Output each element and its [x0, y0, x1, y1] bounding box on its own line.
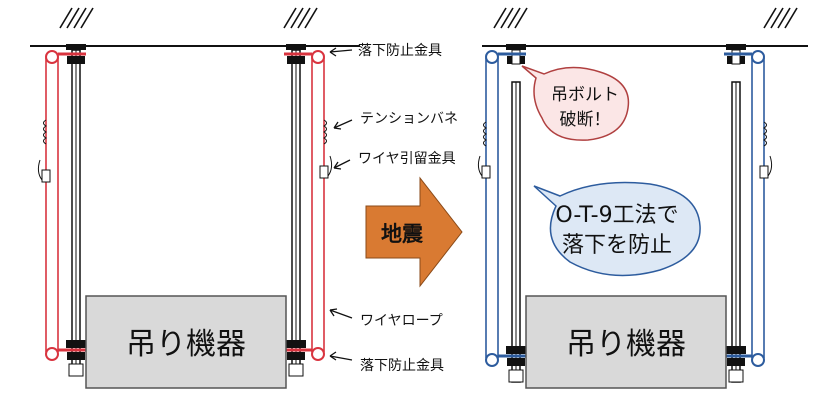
- bubble-bolt-broken: 吊ボルト 破断！: [521, 65, 630, 141]
- left-wire-retainer-a: [37, 159, 51, 183]
- right-wire-retainer-a: [477, 155, 491, 179]
- left-wire-rope-b: [284, 50, 325, 361]
- left-ceiling-hatch-2: [283, 7, 318, 29]
- callout-tension-spring: テンションバネ: [360, 111, 458, 127]
- left-callout-arrows: [329, 47, 353, 361]
- arrow-bottom-fall-prevention: [329, 351, 353, 361]
- callout-wire-retainer: ワイヤ引留金具: [358, 151, 456, 167]
- arrow-wire-retainer: [333, 159, 351, 170]
- bubble-method: O-T-9工法で 落下を防止: [533, 181, 701, 277]
- right-equipment-box: [525, 295, 727, 389]
- arrow-wire-rope: [329, 308, 353, 319]
- left-hanging-bolt-b: [286, 44, 306, 377]
- left-panel: 吊り機器 落下防止金具 テンションバネ ワイヤ引留金具 ワイヤロープ 落下防止金…: [30, 7, 458, 389]
- left-tension-spring-b: [323, 119, 327, 145]
- left-wire-retainer-b: [319, 155, 333, 179]
- arrow-tension-spring: [333, 119, 353, 130]
- left-wire-rope-a: [45, 50, 86, 361]
- bubble-method-line2: 落下を防止: [562, 233, 672, 258]
- bubble-bolt-line2: 破断！: [560, 110, 611, 130]
- right-ceiling-hatch-1: [493, 7, 528, 29]
- callout-bottom-fall-prevention: 落下防止金具: [360, 358, 444, 374]
- right-broken-bolt-a: [506, 44, 526, 383]
- bubble-bolt-line1: 吊ボルト: [551, 85, 619, 105]
- earthquake-arrow: 地震: [365, 176, 463, 288]
- callout-top-fall-prevention: 落下防止金具: [358, 43, 442, 59]
- earthquake-arrow-label: 地震: [381, 222, 424, 246]
- left-tension-spring-a: [43, 119, 47, 145]
- left-ceiling-hatch-1: [59, 7, 94, 29]
- right-wire-rope-a: [485, 50, 526, 367]
- earthquake-arrow-shape: [365, 176, 463, 288]
- right-tension-spring-a: [483, 121, 487, 147]
- right-wire-rope-b: [724, 50, 765, 367]
- right-wire-retainer-b: [759, 155, 773, 179]
- left-equipment-label: 吊り機器: [126, 327, 246, 362]
- arrow-top-fall-prevention: [329, 47, 353, 57]
- left-equipment-box: [85, 295, 287, 389]
- right-broken-bolt-b: [726, 44, 746, 383]
- callout-wire-rope: ワイヤロープ: [360, 313, 443, 329]
- right-panel: 吊り機器 吊ボルト 破断！ O-T-9工法で 落下を防止: [477, 7, 808, 389]
- right-tension-spring-b: [763, 121, 767, 147]
- right-equipment-label: 吊り機器: [566, 327, 686, 362]
- right-ceiling-hatch-2: [763, 7, 798, 29]
- left-hanging-bolt-a: [66, 44, 86, 377]
- bubble-method-line1: O-T-9工法で: [555, 203, 678, 228]
